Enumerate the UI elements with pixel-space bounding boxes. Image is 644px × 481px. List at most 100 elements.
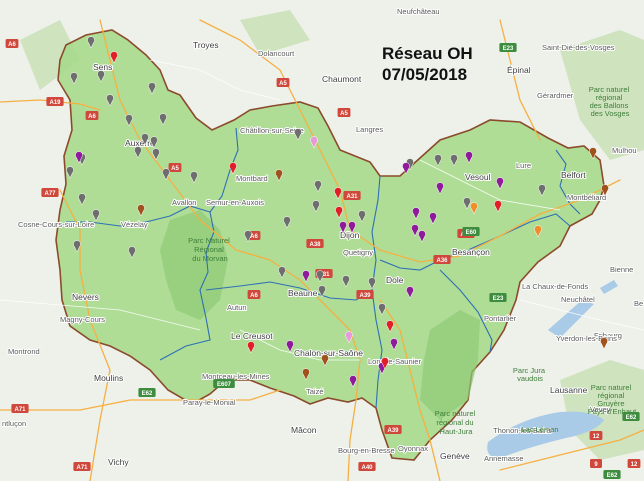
- map-pin-icon[interactable]: [92, 209, 100, 222]
- map-pin-icon[interactable]: [310, 136, 318, 149]
- park-line: Parc naturel: [591, 383, 632, 392]
- place-label: Dole: [386, 275, 404, 285]
- map-pin-icon[interactable]: [275, 169, 283, 182]
- road-shield-label: 12: [593, 434, 600, 440]
- map-pin-icon[interactable]: [286, 340, 294, 353]
- map-pin-icon[interactable]: [148, 82, 156, 95]
- map-pin-icon[interactable]: [278, 266, 286, 279]
- road-shield: A6: [85, 111, 99, 120]
- map-pin-icon[interactable]: [339, 221, 347, 234]
- map-pin-icon[interactable]: [381, 357, 389, 370]
- map-pin-icon[interactable]: [418, 230, 426, 243]
- road-shield-label: A31: [318, 272, 330, 278]
- road-shield: E607: [213, 379, 235, 388]
- map-pin-icon[interactable]: [538, 184, 546, 197]
- map-pin-icon[interactable]: [134, 146, 142, 159]
- road-shield-label: A5: [340, 111, 348, 117]
- map-pin-icon[interactable]: [66, 166, 74, 179]
- map-pin-icon[interactable]: [316, 270, 324, 283]
- map-pin-icon[interactable]: [159, 113, 167, 126]
- place-label: Paray-le-Monial: [183, 398, 236, 407]
- map-pin-icon[interactable]: [190, 171, 198, 184]
- map-pin-icon[interactable]: [390, 338, 398, 351]
- map-pin-icon[interactable]: [125, 114, 133, 127]
- place-label: Bienne: [610, 265, 633, 274]
- map-pin-icon[interactable]: [429, 212, 437, 225]
- park-line: Parc Naturel: [188, 236, 230, 245]
- map-pin-icon[interactable]: [334, 187, 342, 200]
- park-line: vaudois: [517, 374, 543, 383]
- map-pin-icon[interactable]: [436, 182, 444, 195]
- map-pin-icon[interactable]: [314, 180, 322, 193]
- map-pin-icon[interactable]: [335, 206, 343, 219]
- map-pin-icon[interactable]: [434, 154, 442, 167]
- map-pin-icon[interactable]: [294, 128, 302, 141]
- map-pin-icon[interactable]: [302, 270, 310, 283]
- map-pin-icon[interactable]: [589, 147, 597, 160]
- map-pin-icon[interactable]: [283, 216, 291, 229]
- road-shield: E62: [138, 388, 156, 397]
- map-pin-icon[interactable]: [247, 341, 255, 354]
- map-pin-icon[interactable]: [368, 277, 376, 290]
- place-label: ntluçon: [2, 419, 26, 428]
- map-pin-icon[interactable]: [496, 177, 504, 190]
- park-line: Régional: [194, 245, 224, 254]
- lake-leman-label: Lac Léman: [521, 425, 558, 434]
- map-pin-icon[interactable]: [349, 375, 357, 388]
- map-pin-icon[interactable]: [73, 240, 81, 253]
- place-label: Neuchâtel: [561, 295, 595, 304]
- map-pin-icon[interactable]: [402, 162, 410, 175]
- map-pin-icon[interactable]: [412, 207, 420, 220]
- road-shield-label: 12: [631, 462, 638, 468]
- road-shield-label: 9: [594, 462, 598, 468]
- place-label: Neufchâteau: [397, 7, 440, 16]
- map-pin-icon[interactable]: [378, 303, 386, 316]
- map-pin-icon[interactable]: [97, 70, 105, 83]
- map-pin-icon[interactable]: [494, 200, 502, 213]
- map-pin-icon[interactable]: [470, 202, 478, 215]
- map-pin-icon[interactable]: [141, 133, 149, 146]
- map-pin-icon[interactable]: [465, 151, 473, 164]
- map-pin-icon[interactable]: [302, 368, 310, 381]
- map-pin-icon[interactable]: [244, 230, 252, 243]
- map-pin-icon[interactable]: [87, 36, 95, 49]
- map-pin-icon[interactable]: [150, 136, 158, 149]
- map-pin-icon[interactable]: [110, 51, 118, 64]
- map-pin-icon[interactable]: [128, 246, 136, 259]
- map-pin-icon[interactable]: [601, 184, 609, 197]
- map-pin-icon[interactable]: [75, 151, 83, 164]
- map-pin-icon[interactable]: [348, 221, 356, 234]
- map-pin-icon[interactable]: [358, 210, 366, 223]
- map-pin-icon[interactable]: [162, 168, 170, 181]
- place-label: Chaumont: [322, 74, 362, 84]
- place-label: Besançon: [452, 247, 490, 257]
- park-label-haut-jura: Parc naturel régional du Haut-Jura: [435, 409, 478, 436]
- map-pin-icon[interactable]: [534, 225, 542, 238]
- map-pin-icon[interactable]: [106, 94, 114, 107]
- road-shield-label: A6: [250, 293, 258, 299]
- map-pin-icon[interactable]: [312, 200, 320, 213]
- map-pin-icon[interactable]: [321, 354, 329, 367]
- map-pin-icon[interactable]: [342, 275, 350, 288]
- map-pin-icon[interactable]: [411, 224, 419, 237]
- map-pin-icon[interactable]: [406, 286, 414, 299]
- map-pin-icon[interactable]: [450, 154, 458, 167]
- road-shields: A6A5A5E23A19A6A5A6A77A31A36A38A6A31A39E2…: [5, 39, 641, 479]
- map-pin-icon[interactable]: [345, 331, 353, 344]
- place-label: Semur-en-Auxois: [206, 198, 264, 207]
- map-pin-icon[interactable]: [386, 320, 394, 333]
- road-shield: A5: [276, 78, 290, 87]
- map-pin-icon[interactable]: [78, 193, 86, 206]
- map-pin-icon[interactable]: [70, 72, 78, 85]
- map-pin-icon[interactable]: [463, 197, 471, 210]
- map-pin-icon[interactable]: [137, 204, 145, 217]
- park-line: régional: [598, 391, 625, 400]
- map-pin-icon[interactable]: [152, 148, 160, 161]
- map-pin-icon[interactable]: [600, 337, 608, 350]
- place-label: Genève: [440, 451, 470, 461]
- place-label: Le Creusot: [231, 331, 273, 341]
- map-pin-icon[interactable]: [318, 285, 326, 298]
- road-shield: A77: [41, 188, 59, 197]
- map-pin-icon[interactable]: [229, 162, 237, 175]
